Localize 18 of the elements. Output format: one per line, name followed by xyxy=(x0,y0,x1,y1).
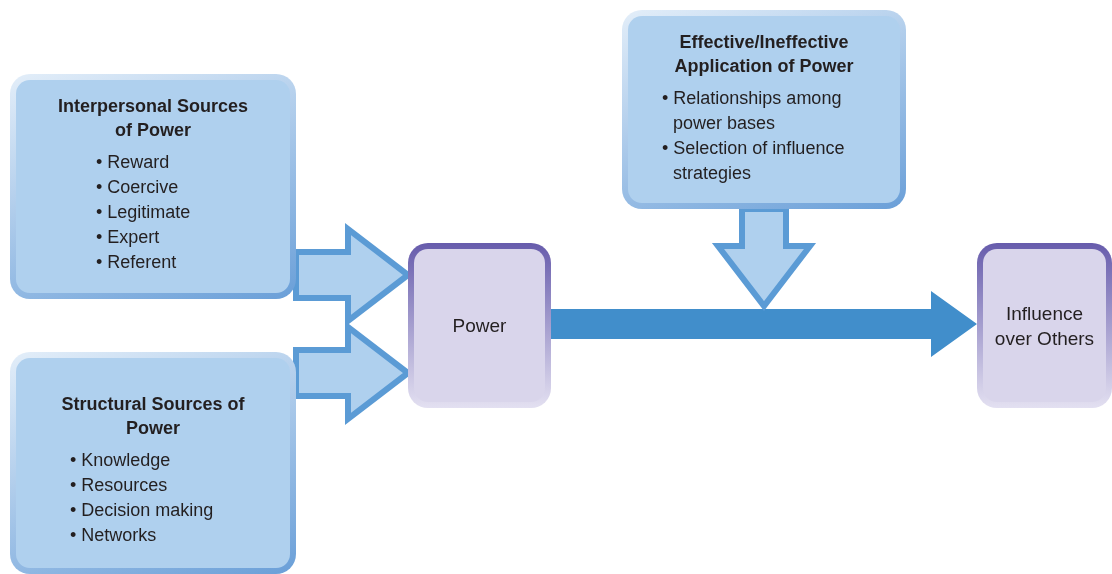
bullet-item: • Expert xyxy=(96,226,161,249)
bullet-item: • Relationships among power bases xyxy=(662,87,843,135)
bullet-item: • Reward xyxy=(96,151,171,174)
bullet-item: • Selection of influence strategies xyxy=(662,137,846,185)
bullet-item: • Referent xyxy=(96,251,178,274)
bullet-item: • Knowledge xyxy=(70,449,172,472)
bullet-item: • Decision making xyxy=(70,499,215,522)
box-label: Influence over Others xyxy=(993,301,1096,351)
box-heading: Effective/Ineffective Application of Power xyxy=(673,31,855,78)
block-arrow xyxy=(711,206,817,311)
bullet-item: • Legitimate xyxy=(96,201,192,224)
box-heading: Structural Sources of Power xyxy=(60,393,246,440)
bullet-item: • Coercive xyxy=(96,176,180,199)
bullet-item: • Resources xyxy=(70,474,169,497)
thick-arrow xyxy=(551,291,977,357)
box-heading: Interpersonal Sources of Power xyxy=(56,95,250,142)
box-label: Power xyxy=(452,314,507,338)
bullet-item: • Networks xyxy=(70,524,158,547)
